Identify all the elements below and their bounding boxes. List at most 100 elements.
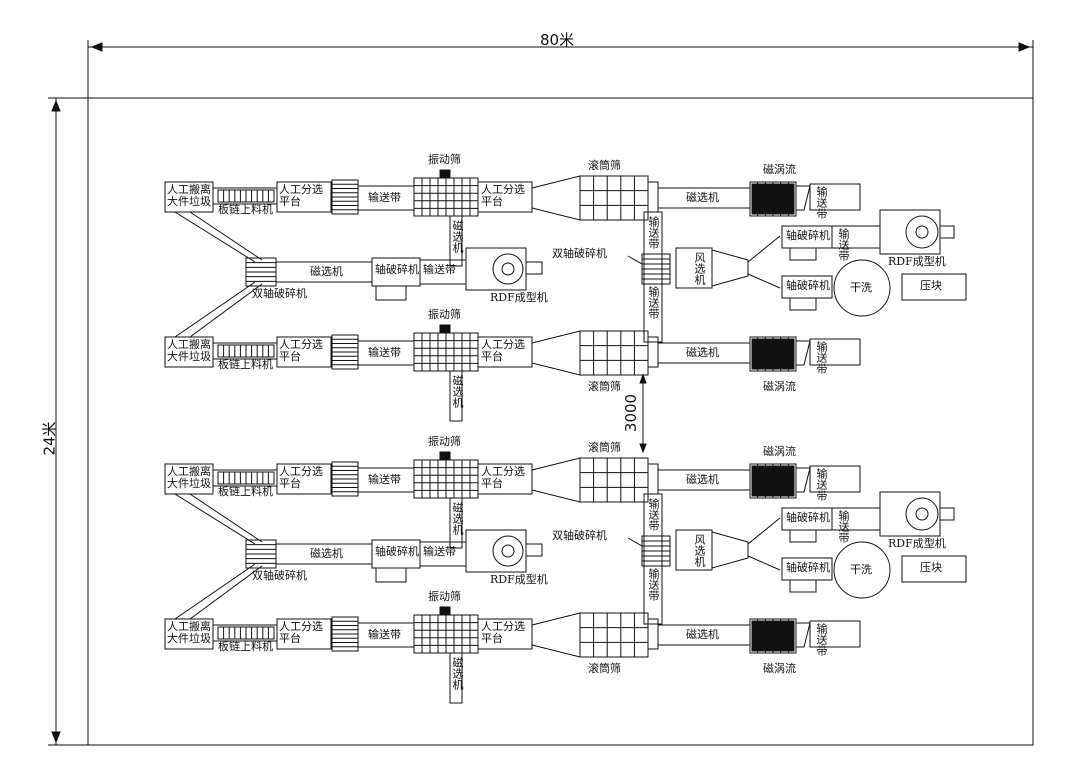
block-0-chute-lower: [174, 281, 263, 338]
block-1-wind-sorter-duct: [711, 531, 749, 569]
line-4-sort-platform2-label: 人工分选 平台: [481, 620, 525, 645]
line-3-vibrating-screen-label: 振动筛: [428, 435, 461, 448]
block-0-mid-shredder-base: [375, 285, 407, 301]
block-1-briquette-label: 压块: [920, 561, 942, 574]
line-2-magnetic-under-screen-label: 磁选机: [451, 375, 464, 408]
block-1-right-double-shredder-label: 双轴破碎机: [552, 529, 607, 542]
block-1-double-shredder-label: 双轴破碎机: [252, 569, 307, 582]
line-3-sort-platform-box: [276, 463, 332, 495]
line-4-conveyor-label: 输送带: [368, 628, 401, 641]
block-0-rdf-machine: [465, 247, 527, 291]
block-0-right-double-shredder-label: 双轴破碎机: [552, 247, 607, 260]
width-arrow-right: [1018, 42, 1031, 52]
line-3-output-conveyor-label: 输送带: [815, 468, 828, 501]
line-1-eddy-hopper: [795, 185, 811, 211]
line-4-eddy-hopper: [795, 622, 811, 648]
block-0-vertical-conveyor-label-2: 输送带: [647, 286, 660, 319]
gap-dimension-label: 3000: [622, 393, 641, 433]
block-0-mid-conveyor-label: 输送带: [423, 263, 456, 276]
line-4-vibrator-motor: [439, 606, 451, 616]
block-0-right-rdf-machine: [879, 209, 941, 255]
line-2-conveyor-label: 输送带: [368, 346, 401, 359]
block-0-briquette-label: 压块: [920, 279, 942, 292]
line-3-output-conveyor: [809, 465, 861, 493]
block-0-dry-wash-drum: [833, 259, 891, 317]
line-4-sort-platform-label: 人工分选 平台: [279, 620, 323, 645]
block-0-branch-lines: [747, 235, 781, 289]
line-4-sort-platform-box: [276, 618, 332, 650]
line-2-eddy-label: 磁涡流: [763, 380, 796, 393]
line-3-magnetic-under-screen-label: 磁选机: [451, 502, 464, 535]
block-1-upper-branch-conveyor-label: 输送带: [837, 510, 850, 543]
line-3-chain-conveyor-label: 板链上料机: [218, 485, 273, 498]
line-1-trommel-screen: [579, 175, 649, 221]
line-2-trommel-label: 滚筒筛: [588, 380, 621, 393]
line-1-sort-platform-box: [276, 181, 332, 213]
block-1-mid-magnetic-label: 磁选机: [310, 547, 343, 560]
block-0-lower-branch-base: [789, 297, 817, 311]
block-0-upper-branch-conveyor-label: 输送带: [837, 228, 850, 261]
line-2-manual-removal-label: 人工搬离 大件垃圾: [167, 338, 211, 363]
block-1-rdf-drum: [492, 535, 524, 567]
line-4-manual-removal-label: 人工搬离 大件垃圾: [167, 620, 211, 645]
block-1-right-rdf-outlet: [939, 507, 955, 521]
block-1-rdf-machine: [465, 529, 527, 573]
width-dimension-label: 80米: [540, 31, 575, 49]
line-4-eddy-label: 磁涡流: [763, 662, 796, 675]
block-0-mid-shredder-label: 轴破碎机: [375, 263, 419, 276]
line-1-trommel-outlet: [647, 181, 659, 213]
block-0-chute-upper: [174, 211, 263, 263]
block-0-upper-branch-base: [789, 247, 817, 261]
height-arrow-top: [51, 99, 61, 112]
outer-frame: [87, 97, 1034, 746]
block-0-right-rdf-label: RDF成型机: [888, 255, 946, 268]
block-1-rdf-outlet: [525, 543, 543, 557]
block-1-dry-wash-label: 干洗: [850, 563, 872, 576]
line-4-output-conveyor: [809, 620, 861, 648]
block-0-briquette-box: [901, 273, 967, 301]
line-1-chain-conveyor-label: 板链上料机: [218, 203, 273, 216]
block-0-wind-sorter-duct: [711, 249, 749, 287]
line-3-trommel-label: 滚筒筛: [588, 441, 621, 454]
line-2-magnetic-under-screen: [449, 370, 463, 422]
line-3-vibrator-motor: [439, 451, 451, 461]
line-2-trommel-screen: [579, 330, 649, 376]
line-1-eddy-core: [751, 183, 795, 215]
block-0-vertical-conveyor-label: 输送带: [647, 216, 660, 249]
line-1-sort-platform2-label: 人工分选 平台: [481, 183, 525, 208]
line-1-output-conveyor: [809, 183, 861, 211]
block-0-right-shredder-leader: [627, 255, 643, 265]
line-1-magnetic-under-screen: [449, 215, 463, 267]
line-1-sort-platform-label: 人工分选 平台: [279, 183, 323, 208]
line-3-sort-platform2-label: 人工分选 平台: [481, 465, 525, 490]
block-1-mid-shredder-base: [375, 567, 407, 583]
block-1-lower-branch-base: [789, 579, 817, 593]
block-1-right-rdf-hub: [915, 507, 929, 521]
block-0-right-rdf-outlet: [939, 225, 955, 239]
block-1-right-rdf-label: RDF成型机: [888, 537, 946, 550]
line-4-output-conveyor-label: 输送带: [815, 623, 828, 656]
block-0-right-rdf-hub: [915, 225, 929, 239]
block-0-upper-branch-shredder-label: 轴破碎机: [786, 229, 830, 242]
line-3-magnetic-under-screen: [449, 497, 463, 549]
block-1-branch-lines: [747, 517, 781, 571]
block-1-vertical-conveyor: [643, 493, 663, 625]
line-2-output-conveyor-label: 输送带: [815, 341, 828, 374]
block-0-right-rdf-drum: [905, 215, 939, 249]
block-0-vertical-conveyor: [643, 211, 663, 343]
line-2-trommel-inlet: [531, 330, 581, 376]
line-4-trommel-inlet: [531, 612, 581, 658]
line-2-eddy-hopper: [795, 340, 811, 366]
block-1-wind-sorter-label: 风选机: [693, 534, 706, 567]
gap-arrow-bottom: [639, 443, 647, 454]
line-2-output-conveyor: [809, 338, 861, 366]
block-1-dry-wash-drum: [833, 541, 891, 599]
line-4-trommel-screen: [579, 612, 649, 658]
line-4-eddy-core: [751, 620, 795, 652]
line-3-eddy-hopper: [795, 467, 811, 493]
block-1-lower-branch-shredder-label: 轴破碎机: [786, 561, 830, 574]
height-arrow-bottom: [51, 731, 61, 744]
line-1-manual-removal-label: 人工搬离 大件垃圾: [167, 183, 211, 208]
line-1-trommel-inlet: [531, 175, 581, 221]
